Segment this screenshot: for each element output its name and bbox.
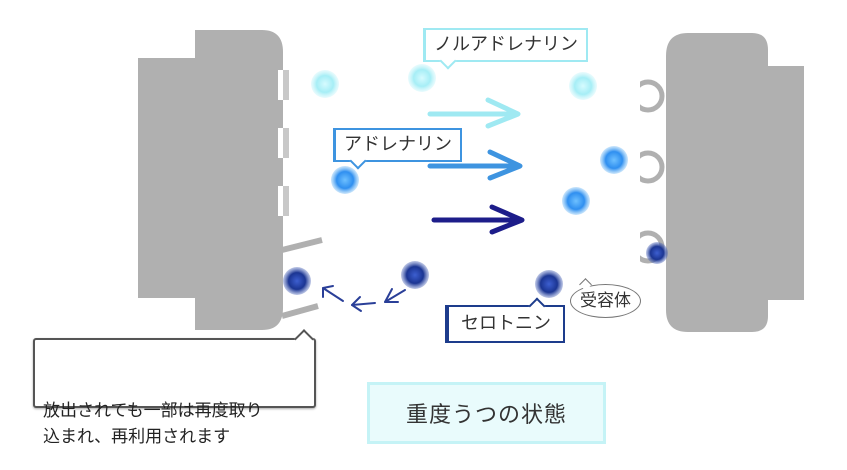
serotonin-molecule <box>535 270 563 298</box>
reuptake-arrows <box>322 285 406 312</box>
noradrenaline-molecule <box>311 70 339 98</box>
receptor-label: 受容体 <box>570 278 641 318</box>
serotonin-molecule <box>401 261 429 289</box>
postsynaptic-neuron <box>666 33 804 332</box>
noradrenaline-label: ノルアドレナリン <box>423 28 588 70</box>
serotonin-molecule <box>283 267 311 295</box>
adrenaline-flow-arrow <box>427 149 523 181</box>
adrenaline-molecule <box>331 166 359 194</box>
noradrenaline-label-text: ノルアドレナリン <box>434 34 578 55</box>
adrenaline-molecule <box>562 187 590 215</box>
serotonin-label: セロトニン <box>445 297 565 343</box>
noradrenaline-molecule <box>569 72 597 100</box>
adrenaline-molecule <box>600 146 628 174</box>
presynaptic-neuron <box>138 30 289 330</box>
serotonin-molecule <box>646 242 668 264</box>
serotonin-label-text: セロトニン <box>461 313 551 334</box>
reuptake-callout: 放出されても一部は再度取り 込まれ、再利用されます <box>33 329 316 447</box>
reuptake-callout-text: 放出されても一部は再度取り 込まれ、再利用されます <box>43 401 263 447</box>
adrenaline-label-text: アドレナリン <box>344 134 452 155</box>
reuptake-transporter <box>281 237 323 319</box>
state-title-text: 重度うつの状態 <box>405 403 567 428</box>
noradrenaline-flow-arrow <box>427 97 521 129</box>
state-title: 重度うつの状態 <box>367 382 606 444</box>
adrenaline-label: アドレナリン <box>333 128 462 170</box>
noradrenaline-molecule <box>408 64 436 92</box>
receptor-label-text: 受容体 <box>580 291 631 311</box>
serotonin-flow-arrow <box>431 204 525 235</box>
